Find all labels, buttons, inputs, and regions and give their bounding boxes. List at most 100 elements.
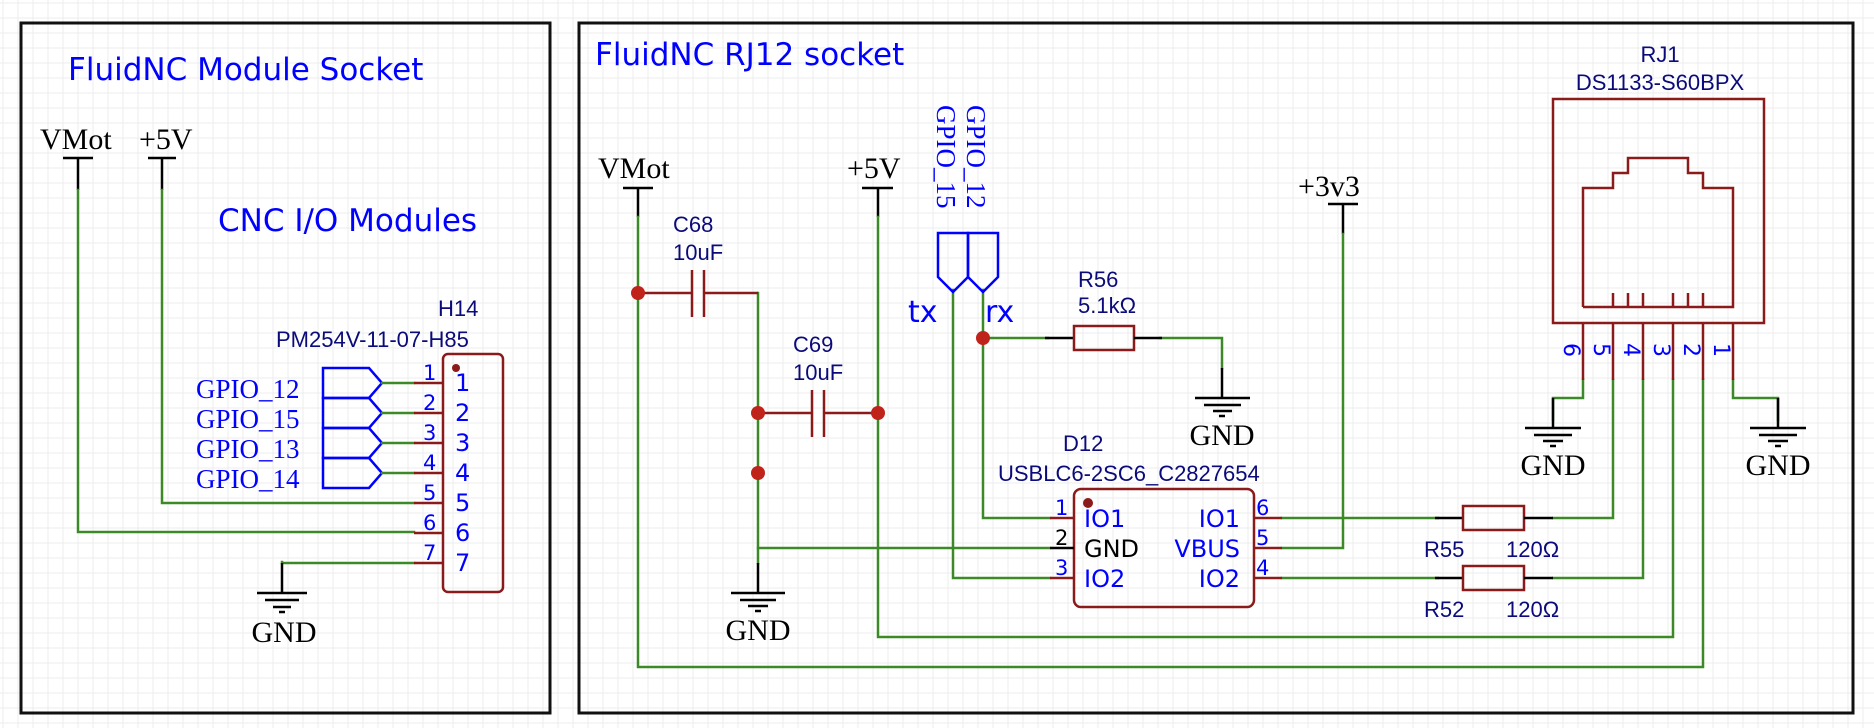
net-flag-gpio13[interactable]: GPIO_13 <box>196 426 416 464</box>
d12-pin-4[interactable]: 4 IO2 <box>1199 556 1282 593</box>
junction <box>871 406 885 420</box>
pin-number: 6 <box>1558 343 1583 357</box>
net-flag-gpio12-vertical[interactable]: GPIO_12 <box>961 105 1000 294</box>
rj1-pin-4[interactable]: 4 <box>1618 323 1645 380</box>
wire-5v[interactable] <box>160 188 416 505</box>
junction <box>751 466 765 480</box>
d12-pin-5[interactable]: 5 VBUS <box>1174 526 1282 563</box>
net-flag-gpio15-vertical[interactable]: GPIO_15 <box>931 105 970 294</box>
pin-number: 2 <box>1055 526 1068 550</box>
pin-number: 4 <box>1618 343 1643 357</box>
rj1-pin-5[interactable]: 5 <box>1588 323 1615 380</box>
wire-vmot[interactable] <box>76 188 416 534</box>
net-label-gpio12: GPIO_12 <box>961 105 991 209</box>
component-r55[interactable]: R55 120Ω <box>1424 504 1559 562</box>
power-port-vmot[interactable]: VMot <box>40 123 112 190</box>
pin-label: 1 <box>455 369 470 397</box>
pin-number: 6 <box>1256 496 1269 520</box>
wire-rj1-1-gnd[interactable] <box>1731 378 1780 422</box>
component-c69[interactable]: C69 10uF <box>758 332 878 437</box>
pin-number: 5 <box>1588 343 1613 357</box>
wire-r55-rj1-5[interactable] <box>1551 378 1615 520</box>
pin-number: 3 <box>423 421 436 445</box>
wire-r56-gnd[interactable] <box>1158 336 1224 370</box>
pin-number: 5 <box>1256 526 1269 550</box>
rj1-pin-1[interactable]: 1 <box>1708 323 1735 380</box>
pin-number: 2 <box>423 391 436 415</box>
gnd-symbol-rj1-1[interactable]: GND <box>1746 398 1811 482</box>
power-port-vmot[interactable]: VMot <box>598 152 670 217</box>
sheet-subtitle: CNC I/O Modules <box>218 203 477 239</box>
net-label-rx: rx <box>985 295 1014 330</box>
component-c68[interactable]: C68 10uF <box>638 212 758 317</box>
component-r56[interactable]: R56 5.1kΩ <box>1045 267 1162 352</box>
net-flag-gpio14[interactable]: GPIO_14 <box>196 456 416 494</box>
h14-ref: H14 <box>438 296 478 321</box>
gnd-symbol-r56[interactable]: GND <box>1190 368 1255 452</box>
gnd-symbol-rj1-6[interactable]: GND <box>1521 398 1586 482</box>
pin1-marker <box>452 364 460 372</box>
wire-vmot-rj1-2[interactable] <box>636 215 1705 669</box>
gnd-symbol-h14[interactable]: GND <box>252 563 317 649</box>
pin-name: VBUS <box>1174 535 1240 563</box>
rj1-pin-6[interactable]: 6 <box>1558 323 1585 380</box>
pin-label: 7 <box>455 549 470 577</box>
component-r52[interactable]: R52 120Ω <box>1424 564 1559 622</box>
d12-pin-2[interactable]: 2 GND <box>1050 526 1139 563</box>
power-label-5v: +5V <box>847 152 901 185</box>
rj1-ref: RJ1 <box>1640 42 1679 67</box>
net-flags-gpio: GPIO_12 GPIO_15 GPIO_13 GPIO_14 <box>196 366 416 494</box>
junction <box>631 286 645 300</box>
net-flag-gpio12[interactable]: GPIO_12 <box>196 366 416 404</box>
pin-name: GND <box>1084 535 1139 563</box>
pin-number: 4 <box>423 451 436 475</box>
power-port-5v[interactable]: +5V <box>139 123 193 190</box>
rj1-pin-3[interactable]: 3 <box>1648 323 1675 380</box>
net-flag-gpio15[interactable]: GPIO_15 <box>196 396 416 434</box>
power-label-5v: +5V <box>139 123 193 156</box>
power-port-5v[interactable]: +5V <box>847 152 901 217</box>
gnd-label: GND <box>1521 449 1586 482</box>
sheet-module-socket: FluidNC Module Socket CNC I/O Modules VM… <box>19 21 552 715</box>
rj1-body <box>1551 97 1766 325</box>
power-port-3v3[interactable]: +3v3 <box>1298 170 1360 234</box>
wire-3v3-vbus[interactable] <box>1280 232 1345 550</box>
gnd-symbol-caps[interactable]: GND <box>726 563 791 647</box>
power-label-vmot: VMot <box>40 123 112 156</box>
pin-number: 3 <box>1648 343 1673 357</box>
wire-gnd-h14[interactable] <box>280 560 416 565</box>
c69-ref: C69 <box>793 332 833 357</box>
pin-number: 4 <box>1256 556 1269 580</box>
junction <box>976 331 990 345</box>
r52-body <box>1461 564 1526 592</box>
wire-tx[interactable] <box>951 288 1052 580</box>
pin-number: 5 <box>423 481 436 505</box>
pin-name: IO2 <box>1199 565 1240 593</box>
h14-body <box>441 352 505 594</box>
rj1-contacts <box>1611 293 1705 307</box>
r52-value: 120Ω <box>1506 597 1559 622</box>
pin-label: 3 <box>455 429 470 457</box>
wire-5v-rj1-3[interactable] <box>876 215 1675 639</box>
pin-name: IO2 <box>1084 565 1125 593</box>
wire-rx[interactable] <box>981 288 1052 520</box>
pin-label: 5 <box>455 489 470 517</box>
wire-r52-rj1-4[interactable] <box>1551 378 1645 580</box>
rj1-pin-2[interactable]: 2 <box>1678 323 1705 380</box>
gnd-label: GND <box>1746 449 1811 482</box>
r56-ref: R56 <box>1078 267 1118 292</box>
